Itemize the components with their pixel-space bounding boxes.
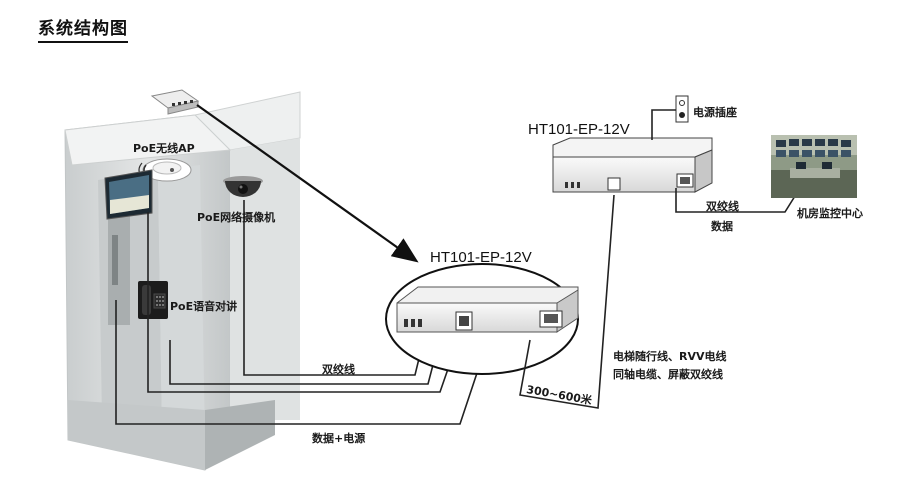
connection-arrow (196, 104, 419, 263)
long-distance-cable (519, 194, 615, 409)
switch-device-icon (150, 89, 200, 115)
power-socket-label: 电源插座 (693, 106, 737, 119)
page-title: 系统结构图 (38, 14, 128, 43)
device-top (552, 137, 713, 193)
data-power-label: 数据+电源 (312, 432, 366, 445)
car-monitor-icon (104, 169, 153, 220)
poe-ap-label: PoE无线AP (133, 142, 195, 155)
power-socket-icon (675, 95, 689, 123)
dome-camera-icon (223, 176, 263, 197)
cable-types-line2: 同轴电缆、屏蔽双绞线 (613, 368, 723, 381)
device-top-label: HT101-EP-12V (528, 121, 630, 138)
data-cable (675, 188, 796, 213)
power-cable (651, 109, 676, 140)
twisted-pair-label-left: 双绞线 (322, 363, 355, 376)
data-label-right: 数据 (711, 220, 733, 233)
monitoring-center-label: 机房监控中心 (797, 207, 863, 220)
poe-intercom-label: PoE语音对讲 (170, 300, 238, 313)
wireless-ap-icon (138, 158, 192, 182)
device-right (385, 263, 579, 375)
monitoring-center-image (771, 135, 857, 198)
intercom-phone-icon (138, 281, 168, 319)
twisted-pair-label-right: 双绞线 (706, 200, 739, 213)
device-right-label: HT101-EP-12V (430, 249, 532, 266)
poe-camera-label: PoE网络摄像机 (197, 211, 276, 224)
cable-types-line1: 电梯随行线、RVV电线 (613, 350, 727, 363)
ap-cable (115, 300, 489, 425)
